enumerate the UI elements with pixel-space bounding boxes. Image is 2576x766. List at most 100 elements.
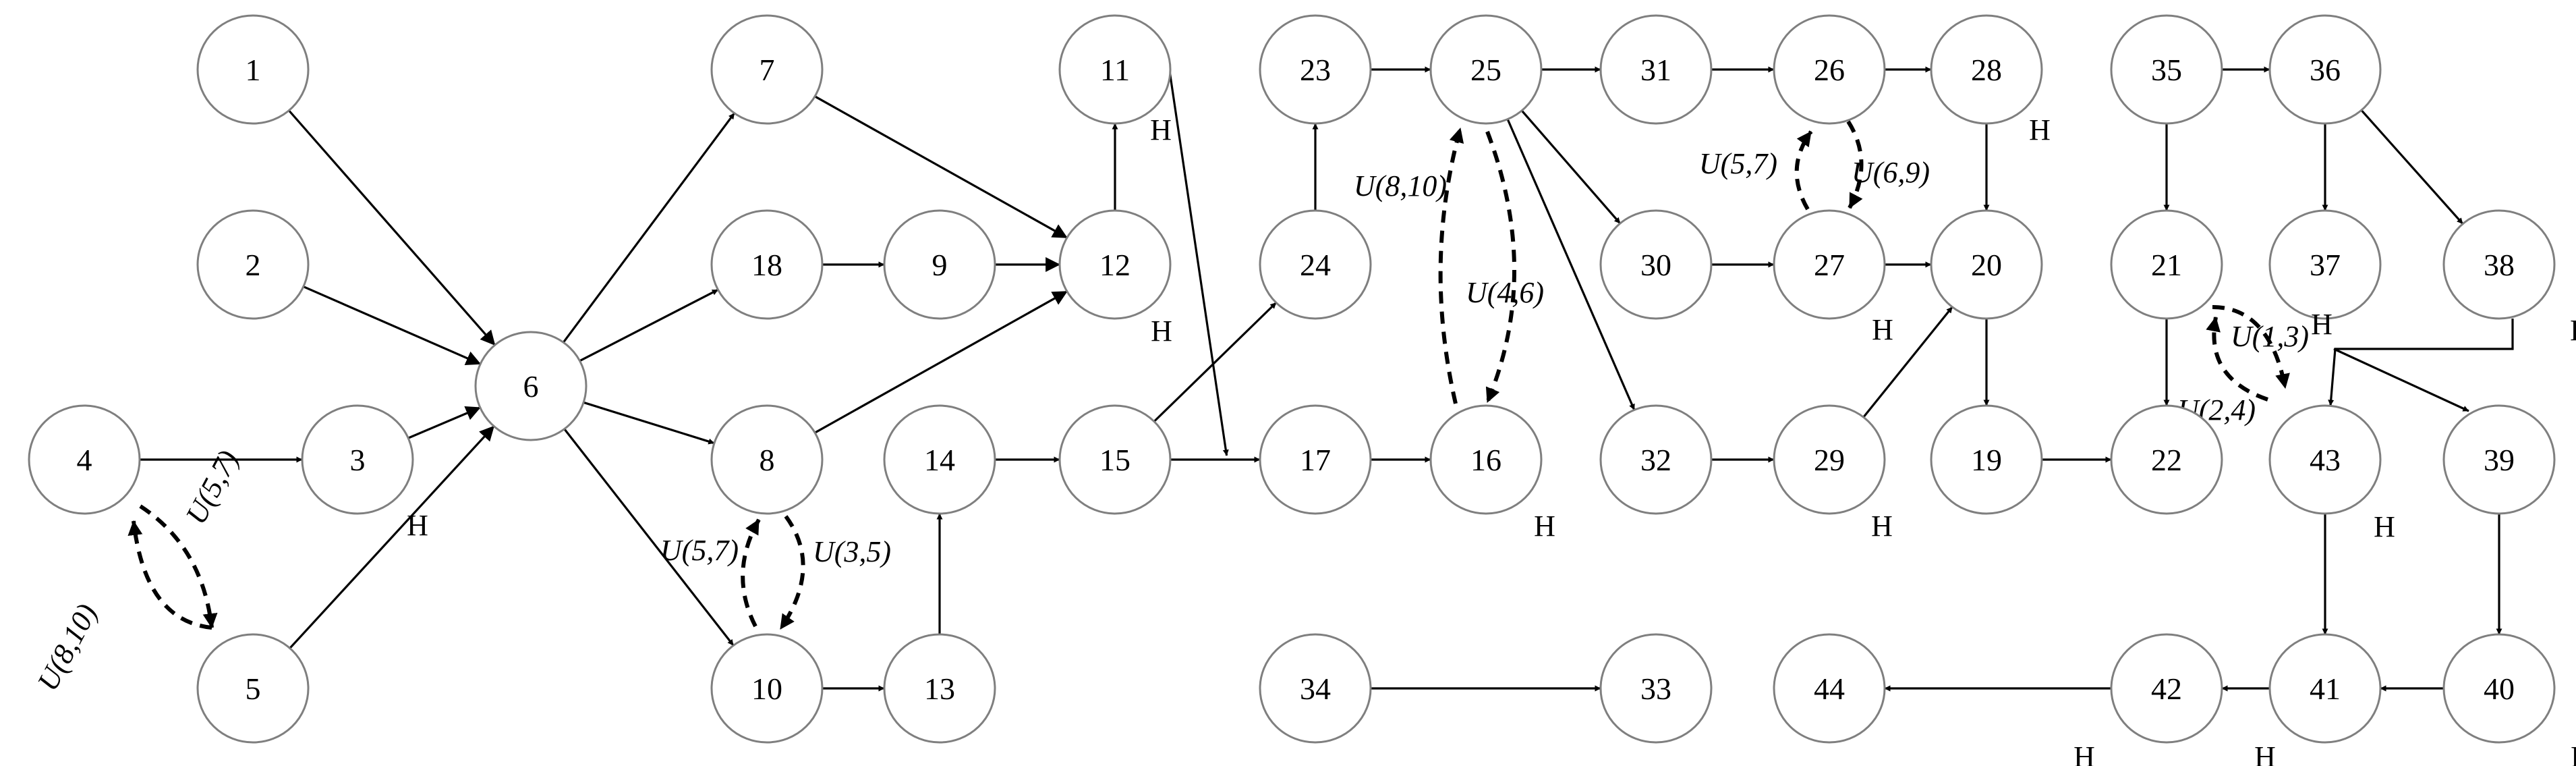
node-1: 1 <box>196 14 310 125</box>
node-20: 20 <box>1930 209 2043 320</box>
edge-6-to-18 <box>579 288 719 362</box>
node-23-circle <box>1259 14 1372 125</box>
node-21-label: 21 <box>2151 248 2182 282</box>
node-6: 6 <box>474 331 588 441</box>
node-19-label: 19 <box>1971 443 2002 477</box>
node-18: 18 <box>710 209 824 320</box>
node-14-circle <box>883 404 996 515</box>
node-12: 12 <box>1058 209 1172 320</box>
node-28-circle <box>1930 14 2043 125</box>
node-37-h-mark: H <box>2311 308 2332 341</box>
node-26-label: 26 <box>1814 53 1845 87</box>
node-15: 15 <box>1058 404 1172 515</box>
node-26: 26 <box>1773 14 1886 125</box>
node-38-circle <box>2442 209 2556 320</box>
cycle-label-4-to-5: U(5,7) <box>179 445 246 530</box>
node-41-circle <box>2268 633 2382 744</box>
node-43-h-mark: H <box>2374 510 2395 543</box>
edge-38-to-43 <box>2328 319 2514 406</box>
node-29: 29 <box>1773 404 1886 515</box>
edge-1-to-6 <box>288 109 496 346</box>
node-27-h-mark: H <box>1872 313 1893 346</box>
edge-5-to-6 <box>289 425 495 649</box>
node-27-label: 27 <box>1814 248 1845 282</box>
node-15-circle <box>1058 404 1172 515</box>
node-16: 16 <box>1429 404 1543 515</box>
node-13-circle <box>883 633 996 744</box>
edge-36-to-38 <box>2360 109 2464 225</box>
node-20-label: 20 <box>1971 248 2002 282</box>
node-41-label: 41 <box>2310 672 2341 706</box>
node-40-circle <box>2442 633 2556 744</box>
node-13: 13 <box>883 633 996 744</box>
node-29-label: 29 <box>1814 443 1845 477</box>
node-7: 7 <box>710 14 824 125</box>
node-27: 27 <box>1773 209 1886 320</box>
edge-25-to-32 <box>1506 118 1636 411</box>
node-22-circle <box>2110 404 2223 515</box>
node-16-h-mark: H <box>1534 510 1555 543</box>
node-25-label: 25 <box>1470 53 1501 87</box>
node-9: 9 <box>883 209 996 320</box>
node-30-label: 30 <box>1640 248 1671 282</box>
node-12-label: 12 <box>1099 248 1130 282</box>
node-43-circle <box>2268 404 2382 515</box>
node-31-label: 31 <box>1640 53 1671 87</box>
node-40: 40 <box>2442 633 2556 744</box>
node-32: 32 <box>1599 404 1713 515</box>
node-25: 25 <box>1429 14 1543 125</box>
node-6-label: 6 <box>523 369 539 404</box>
nodes-layer: 1234567188109131411121523241734251631303… <box>28 14 2556 744</box>
node-8: 8 <box>710 404 824 515</box>
node-12-h-mark: H <box>1151 314 1172 348</box>
node-14-label: 14 <box>924 443 955 477</box>
h-marks-layer: HHHHHHHHHHHHH <box>407 113 2576 766</box>
node-5-label: 5 <box>246 672 261 706</box>
edge-6-to-8 <box>583 401 715 445</box>
node-9-circle <box>883 209 996 320</box>
node-37-label: 37 <box>2310 248 2341 282</box>
node-12-circle <box>1058 209 1172 320</box>
node-11-h-mark: H <box>1150 113 1172 146</box>
edge-6-to-7 <box>562 112 736 344</box>
node-18-label: 18 <box>751 248 782 282</box>
node-29-circle <box>1773 404 1886 515</box>
node-33-circle <box>1599 633 1713 744</box>
node-35: 35 <box>2110 14 2223 125</box>
node-37: 37 <box>2268 209 2382 320</box>
cycle-edge-5-to-4 <box>127 520 212 630</box>
node-35-label: 35 <box>2151 53 2182 87</box>
node-42-circle <box>2110 633 2223 744</box>
node-23-label: 23 <box>1300 53 1331 87</box>
cycle-edge-26-to-27 <box>1846 120 1864 209</box>
node-41-h-mark: H <box>2254 740 2276 766</box>
node-32-circle <box>1599 404 1713 515</box>
edge-2-to-6 <box>303 285 482 366</box>
edge-3-to-6 <box>407 406 481 439</box>
node-5: 5 <box>196 633 310 744</box>
node-10: 10 <box>710 633 824 744</box>
node-2-label: 2 <box>246 248 261 282</box>
node-22-label: 22 <box>2151 443 2182 477</box>
cycle-edge-10-to-8 <box>741 518 761 628</box>
cycle-label-16-to-25: U(8,10) <box>1354 169 1447 202</box>
node-8-label: 8 <box>760 443 775 477</box>
node-40-h-mark: H <box>2571 740 2576 766</box>
edge-6-to-10 <box>563 428 735 647</box>
node-31: 31 <box>1599 14 1713 125</box>
node-34-label: 34 <box>1300 672 1331 706</box>
node-11-label: 11 <box>1100 53 1130 87</box>
node-34: 34 <box>1259 633 1372 744</box>
cycle-label-10-to-8: U(5,7) <box>660 534 739 567</box>
node-18-circle <box>710 209 824 320</box>
node-33: 33 <box>1599 633 1713 744</box>
node-27-circle <box>1773 209 1886 320</box>
node-22: 22 <box>2110 404 2223 515</box>
node-38-label: 38 <box>2484 248 2515 282</box>
node-30-circle <box>1599 209 1713 320</box>
cycle-edge-21-to-43 <box>2212 305 2290 389</box>
edge-29-to-20 <box>1862 306 1953 418</box>
cycle-edge-25-to-16 <box>1485 130 1516 404</box>
node-3-circle <box>301 404 414 515</box>
